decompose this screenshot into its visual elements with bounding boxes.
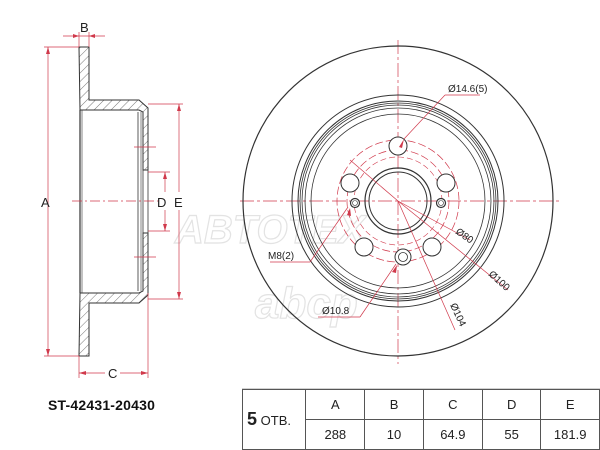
callout-thread: M8(2) [268, 251, 294, 262]
dim-label-c: C [108, 366, 117, 381]
holes-unit: ОТВ. [260, 413, 291, 428]
header-a: A [305, 389, 366, 420]
part-number: ST-42431-20430 [48, 397, 156, 413]
watermark-abcp: abcp [255, 279, 358, 328]
dim-label-b: B [80, 20, 89, 35]
dim-label-a: A [41, 195, 50, 210]
value-c: 64.9 [422, 419, 483, 450]
header-b: B [364, 389, 424, 420]
side-section-view: A B C D E [41, 20, 183, 381]
callout-pin-hole: Ø10.8 [322, 306, 350, 317]
callout-hub: Ø100 [486, 269, 512, 294]
holes-count: 5 [247, 409, 258, 429]
table-header-row: 5 ОТВ. A B C D E [241, 389, 600, 450]
value-e: 181.9 [540, 419, 600, 450]
header-e: E [540, 389, 600, 420]
header-c: C [422, 389, 483, 420]
value-d: 55 [481, 419, 542, 450]
callout-outer-hub: Ø104 [447, 302, 467, 329]
table-value-row: 288 10 64.9 55 181.9 [243, 419, 600, 450]
spec-table: 5 ОТВ. A B C D E 288 10 64.9 55 181.9 [241, 389, 600, 450]
holes-count-cell: 5 ОТВ. [241, 389, 307, 450]
watermark-abtotex: ABTOTEX [174, 208, 368, 252]
callout-bolt-hole: Ø14.6(5) [448, 84, 487, 95]
callout-pcd: Ø80 [453, 226, 475, 246]
value-a: 288 [305, 419, 366, 450]
value-b: 10 [364, 419, 424, 450]
header-d: D [481, 389, 542, 420]
bolt-holes [340, 136, 456, 266]
dim-label-d: D [157, 195, 166, 210]
dim-label-e: E [174, 195, 183, 210]
watermark: ABTOTEX abcp [173, 207, 368, 328]
